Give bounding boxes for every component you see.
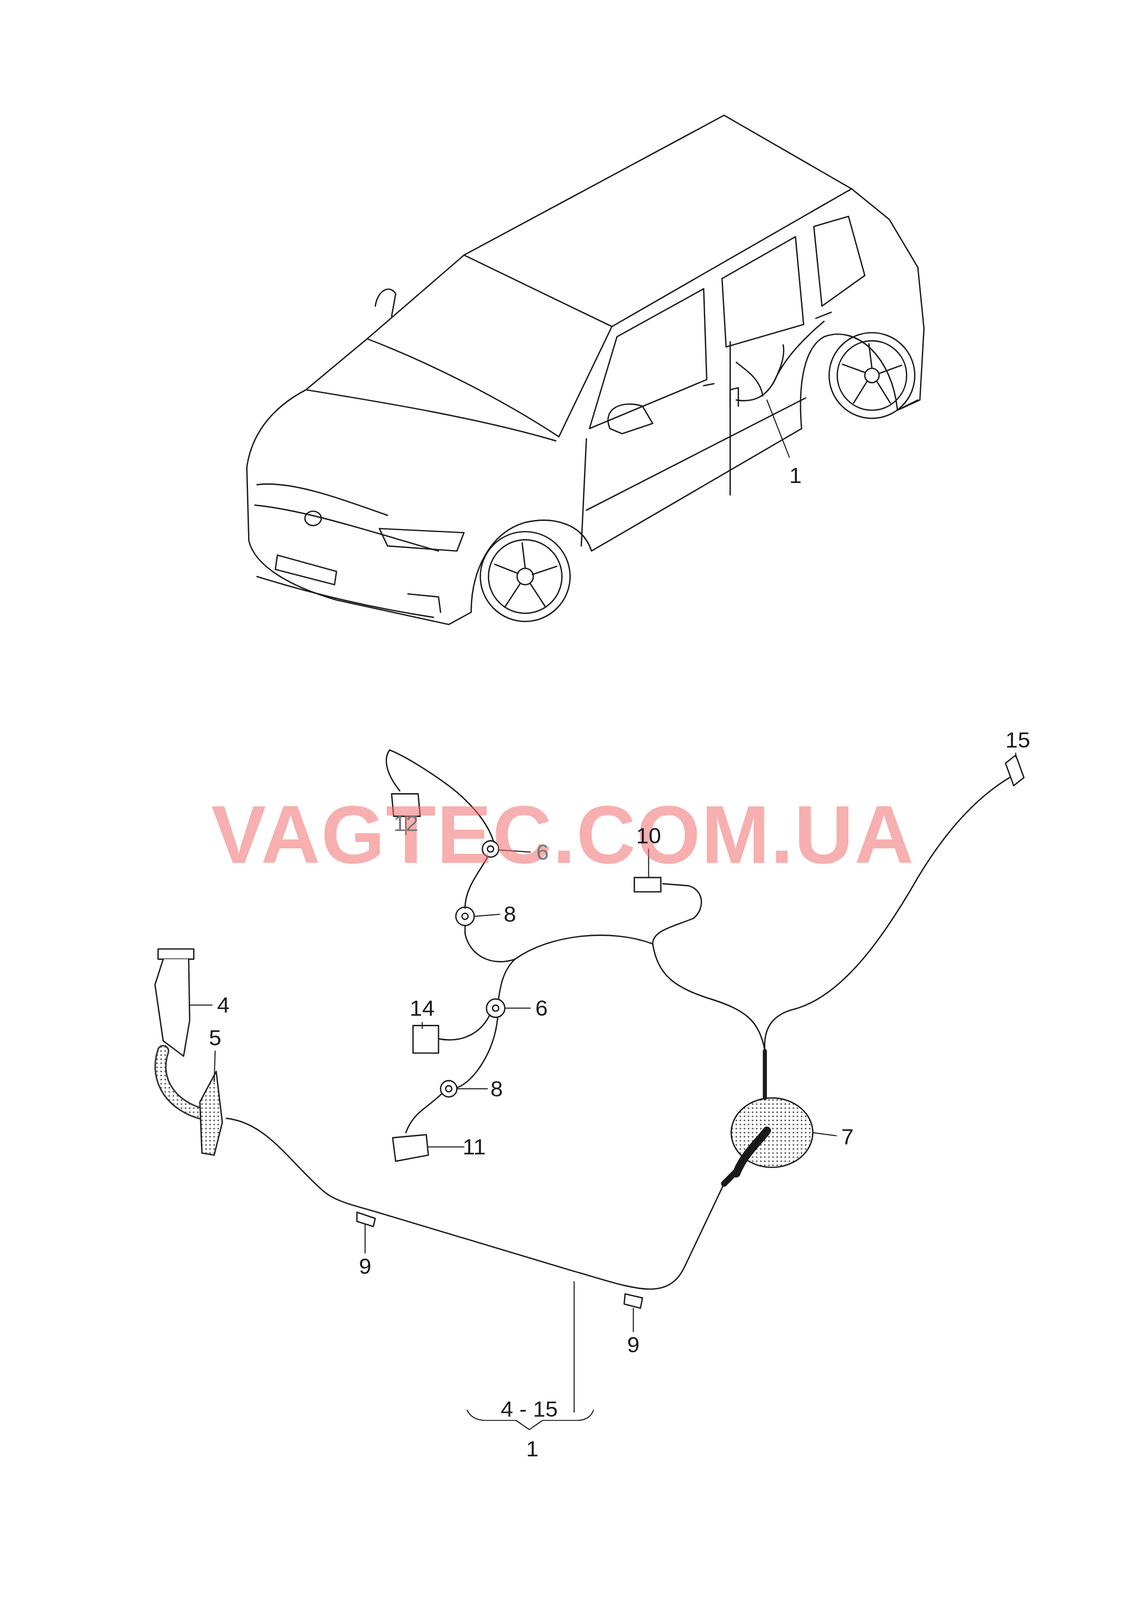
callout-number: 10 [635, 824, 662, 847]
watermark: VAGTEC.COM.UA [211, 793, 915, 876]
callout-number: 6 [536, 840, 549, 863]
dimension-range: 4 - 15 [500, 1397, 558, 1420]
callout-number: 12 [393, 811, 419, 835]
callout-number: 9 [358, 1254, 372, 1277]
callout-number: 14 [409, 996, 435, 1019]
callout-number: 11 [462, 1135, 486, 1158]
callout-number: 7 [841, 1124, 854, 1148]
callout-number: 8 [490, 1076, 503, 1100]
callout-number: 4 [217, 993, 230, 1016]
callout-number: 5 [208, 1025, 222, 1049]
callout-number: 1 [789, 464, 802, 487]
callout-number: 6 [535, 996, 548, 1019]
callout-number: 15 [1005, 728, 1031, 751]
callout-number: 9 [626, 1333, 640, 1356]
callout-number: 8 [503, 902, 517, 926]
callout-number: 1 [526, 1436, 539, 1460]
